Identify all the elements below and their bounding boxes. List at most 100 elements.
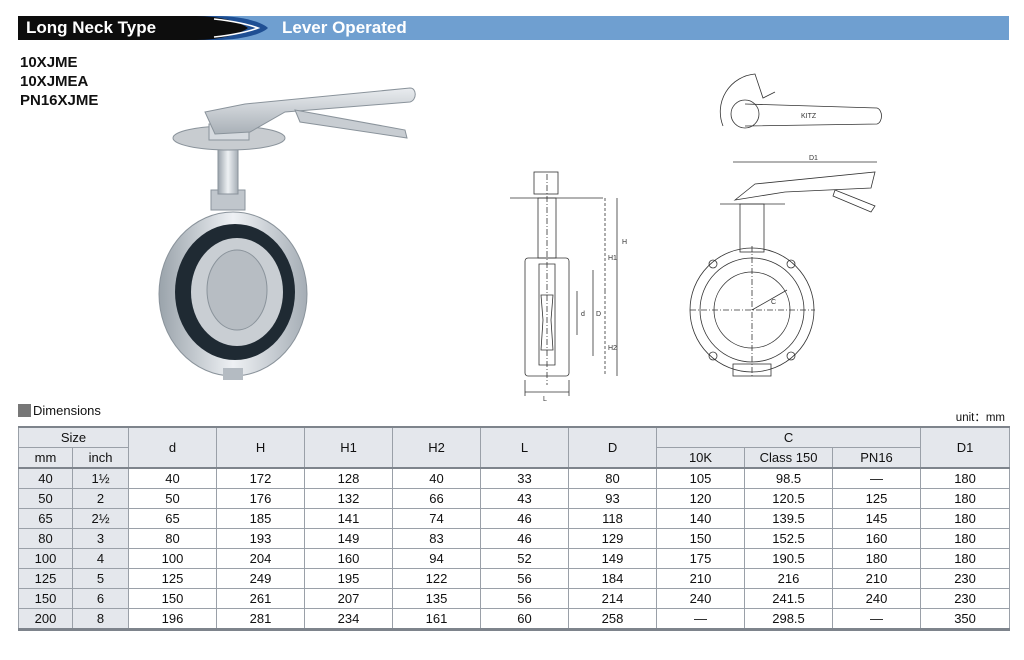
table-cell-d1: 230 — [920, 588, 1011, 609]
header-sweep-graphic — [176, 16, 268, 40]
table-cell-d1: 180 — [920, 508, 1011, 529]
table-cell-c10k: — — [656, 608, 746, 631]
col-header-inch: inch — [71, 447, 130, 469]
table-cell-inch: 6 — [71, 588, 130, 609]
table-cell-mm: 100 — [18, 548, 73, 569]
table-cell-c10k: 105 — [656, 467, 746, 489]
dimensions-title: Dimensions — [33, 403, 101, 418]
table-cell-d: 149 — [568, 548, 658, 569]
table-cell-class150: 152.5 — [744, 528, 834, 549]
table-cell-d: 118 — [568, 508, 658, 529]
table-cell-d1: 180 — [920, 548, 1011, 569]
table-cell-d: 196 — [128, 608, 218, 631]
table-cell-h1: 149 — [304, 528, 394, 549]
dimensions-table: Size d H H1 H2 L D C D1 mm inch 10K Clas… — [17, 426, 1011, 631]
col-header-c: C — [656, 426, 922, 448]
table-cell-h: 261 — [216, 588, 306, 609]
table-cell-h2: 94 — [392, 548, 482, 569]
table-cell-pn16: — — [832, 608, 922, 631]
dim-label-d1: D1 — [809, 155, 818, 162]
table-cell-d: 80 — [568, 467, 658, 489]
table-cell-mm: 125 — [18, 568, 73, 589]
table-cell-h1: 141 — [304, 508, 394, 529]
col-header-h: H — [216, 426, 306, 469]
table-cell-h: 193 — [216, 528, 306, 549]
col-header-d-big: D — [568, 426, 658, 469]
table-cell-d1: 180 — [920, 488, 1011, 509]
table-cell-pn16: 180 — [832, 548, 922, 569]
table-cell-h: 249 — [216, 568, 306, 589]
table-cell-d: 65 — [128, 508, 218, 529]
table-cell-d: 129 — [568, 528, 658, 549]
table-cell-d: 50 — [128, 488, 218, 509]
dim-label-d-small: d — [581, 311, 585, 318]
table-cell-h2: 74 — [392, 508, 482, 529]
table-cell-h: 172 — [216, 467, 306, 489]
dim-label-h: H — [622, 239, 627, 246]
table-cell-inch: 3 — [71, 528, 130, 549]
table-cell-d1: 180 — [920, 467, 1011, 489]
table-cell-class150: 216 — [744, 568, 834, 589]
table-cell-d: 214 — [568, 588, 658, 609]
table-cell-h1: 195 — [304, 568, 394, 589]
col-header-d: d — [128, 426, 218, 469]
model-name: 10XJMEA — [20, 73, 89, 90]
table-cell-h2: 40 — [392, 467, 482, 489]
table-cell-inch: 1½ — [71, 467, 130, 489]
table-cell-pn16: 240 — [832, 588, 922, 609]
table-cell-h1: 132 — [304, 488, 394, 509]
table-cell-l: 46 — [480, 508, 570, 529]
table-cell-pn16: — — [832, 467, 922, 489]
table-cell-h: 185 — [216, 508, 306, 529]
col-header-d1: D1 — [920, 426, 1011, 469]
header-black-tab — [18, 16, 190, 40]
table-cell-mm: 150 — [18, 588, 73, 609]
table-cell-c10k: 120 — [656, 488, 746, 509]
table-cell-c10k: 150 — [656, 528, 746, 549]
front-view-drawing: KITZ D1 C — [689, 73, 882, 377]
model-name: 10XJME — [20, 54, 78, 71]
table-cell-c10k: 140 — [656, 508, 746, 529]
table-cell-inch: 8 — [71, 608, 130, 631]
table-cell-h2: 122 — [392, 568, 482, 589]
table-cell-h1: 160 — [304, 548, 394, 569]
table-cell-c10k: 240 — [656, 588, 746, 609]
table-cell-d: 100 — [128, 548, 218, 569]
table-cell-l: 60 — [480, 608, 570, 631]
table-cell-h1: 234 — [304, 608, 394, 631]
table-cell-class150: 120.5 — [744, 488, 834, 509]
table-cell-h2: 83 — [392, 528, 482, 549]
col-header-class150: Class 150 — [744, 447, 834, 469]
table-cell-d: 150 — [128, 588, 218, 609]
table-cell-d1: 350 — [920, 608, 1011, 631]
table-cell-d: 184 — [568, 568, 658, 589]
dim-label-h2: H2 — [608, 345, 617, 352]
table-cell-c10k: 175 — [656, 548, 746, 569]
table-cell-inch: 2 — [71, 488, 130, 509]
valve-product-image — [158, 87, 416, 380]
table-cell-h1: 128 — [304, 467, 394, 489]
table-cell-l: 52 — [480, 548, 570, 569]
table-cell-h: 281 — [216, 608, 306, 631]
table-cell-pn16: 145 — [832, 508, 922, 529]
model-name: PN16XJME — [20, 92, 99, 109]
table-cell-c10k: 210 — [656, 568, 746, 589]
table-cell-d: 258 — [568, 608, 658, 631]
table-cell-l: 33 — [480, 467, 570, 489]
col-header-h2: H2 — [392, 426, 482, 469]
table-cell-h2: 135 — [392, 588, 482, 609]
unit-note: unit：mm — [955, 412, 1005, 424]
table-cell-l: 46 — [480, 528, 570, 549]
table-cell-pn16: 160 — [832, 528, 922, 549]
table-cell-class150: 139.5 — [744, 508, 834, 529]
header-left-title: Long Neck Type — [26, 18, 157, 37]
table-cell-class150: 98.5 — [744, 467, 834, 489]
table-cell-mm: 200 — [18, 608, 73, 631]
col-header-size: Size — [17, 426, 130, 448]
dim-label-d-big: D — [596, 311, 601, 318]
table-cell-h: 176 — [216, 488, 306, 509]
